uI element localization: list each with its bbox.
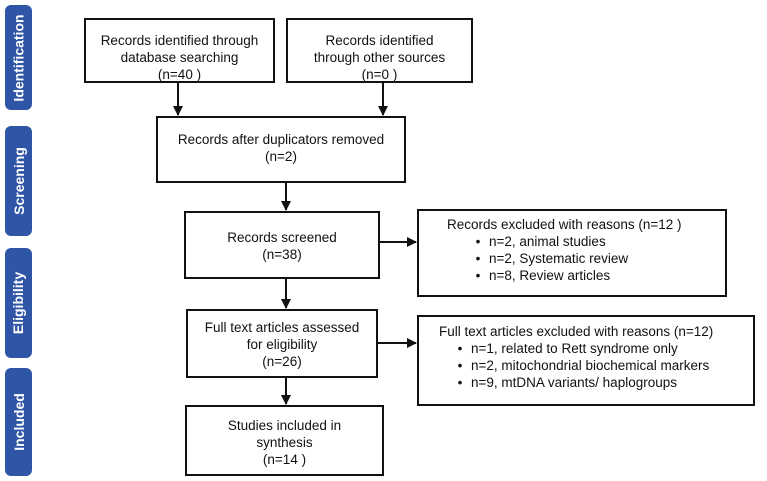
fulltext-excluded-item: n=9, mtDNA variants/ haplogroups — [449, 374, 753, 391]
box-fulltext-assessed: Full text articles assessed for eligibil… — [186, 309, 378, 378]
database-count: (n=40 ) — [157, 67, 202, 82]
fulltext-line-2: for eligibility — [246, 337, 318, 352]
database-line-1: Records identified through — [100, 33, 259, 48]
fulltext-excluded-item: n=1, related to Rett syndrome only — [449, 340, 753, 357]
box-duplicates-removed: Records after duplicators removed (n=2) — [156, 116, 406, 183]
records-excluded-title: Records excluded with reasons (n=12 ) — [447, 217, 682, 232]
duplicates-line-1: Records after duplicators removed — [177, 132, 385, 147]
screened-line-1: Records screened — [227, 230, 337, 245]
fulltext-excluded-item: n=2, mitochondrial biochemical markers — [449, 357, 753, 374]
fulltext-line-1: Full text articles assessed — [204, 320, 360, 335]
included-line-2: synthesis — [256, 435, 313, 450]
box-fulltext-excluded: Full text articles excluded with reasons… — [417, 315, 755, 406]
fulltext-count: (n=26) — [262, 354, 302, 369]
screened-count: (n=38) — [262, 247, 302, 262]
records-excluded-item: n=2, animal studies — [467, 233, 725, 250]
duplicates-count: (n=2) — [265, 149, 297, 164]
stage-tab-screening: Screening — [5, 126, 32, 236]
other-sources-line-2: through other sources — [313, 50, 446, 65]
fulltext-excluded-title: Full text articles excluded with reasons… — [439, 324, 714, 339]
other-sources-count: (n=0 ) — [361, 67, 398, 82]
database-line-2: database searching — [120, 50, 239, 65]
included-count: (n=14 ) — [262, 452, 307, 467]
box-database-searching: Records identified through database sear… — [84, 18, 275, 83]
stage-tab-included: Included — [5, 368, 32, 476]
box-records-screened: Records screened (n=38) — [184, 211, 380, 279]
stage-tab-identification: Identification — [5, 5, 32, 110]
stage-tab-eligibility: Eligibility — [5, 248, 32, 358]
records-excluded-item: n=2, Systematic review — [467, 250, 725, 267]
records-excluded-item: n=8, Review articles — [467, 267, 725, 284]
records-excluded-list: n=2, animal studies n=2, Systematic revi… — [467, 233, 725, 284]
fulltext-excluded-list: n=1, related to Rett syndrome only n=2, … — [449, 340, 753, 391]
box-records-excluded: Records excluded with reasons (n=12 ) n=… — [417, 209, 727, 297]
other-sources-line-1: Records identified — [325, 33, 434, 48]
box-other-sources: Records identified through other sources… — [286, 18, 473, 83]
included-line-1: Studies included in — [227, 418, 342, 433]
box-studies-included: Studies included in synthesis (n=14 ) — [185, 405, 384, 476]
